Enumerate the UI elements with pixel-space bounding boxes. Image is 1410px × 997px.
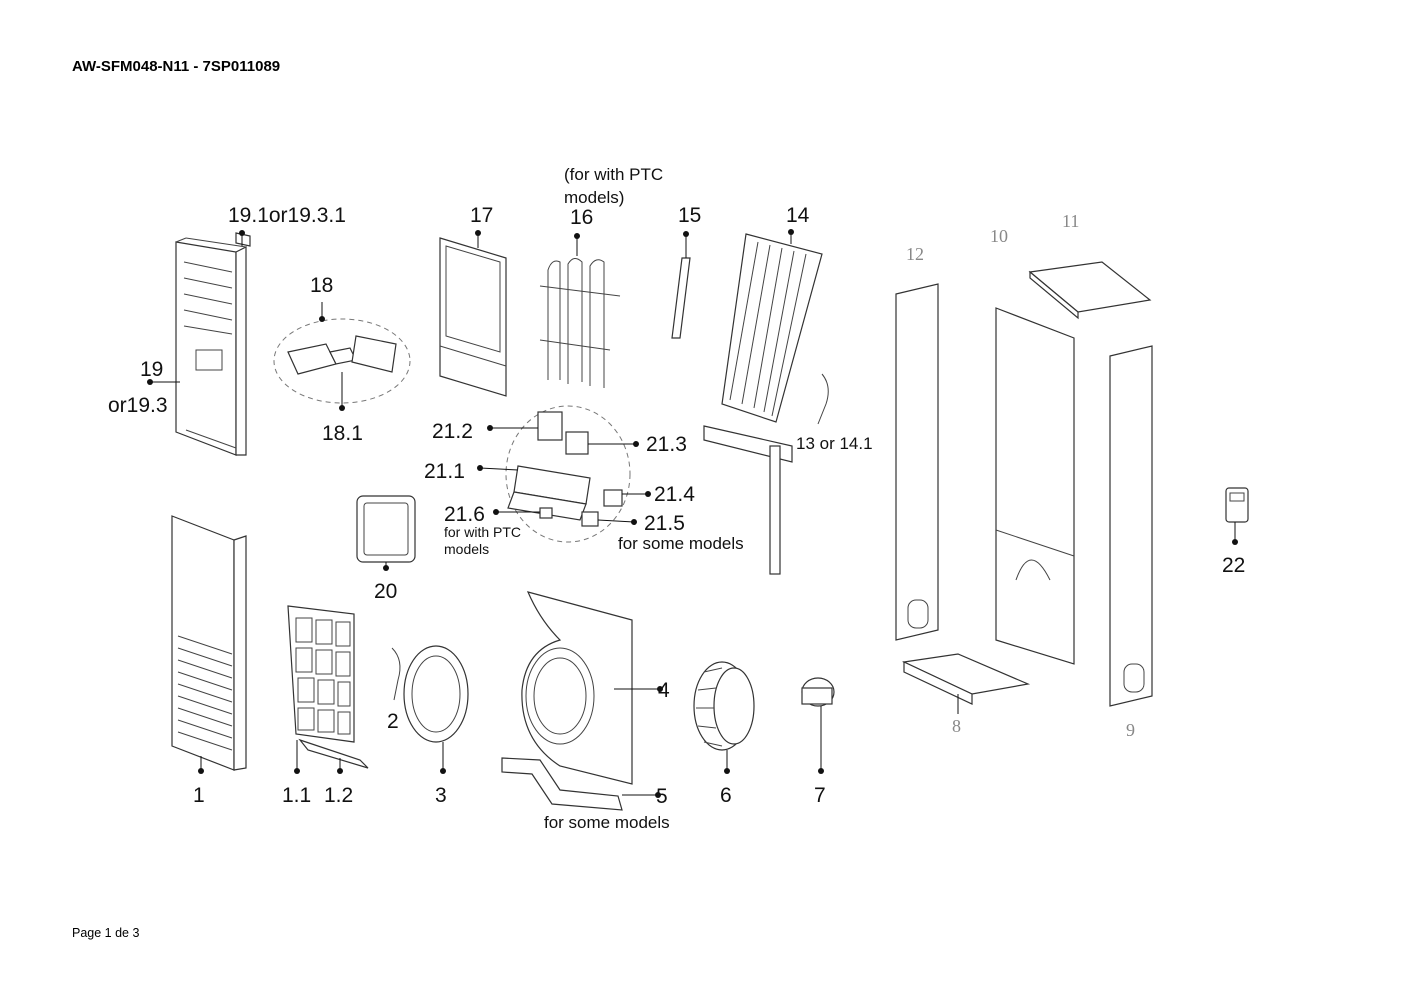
part-5-drain-pump — [501, 757, 661, 811]
callout-21-3: 21.3 — [646, 433, 687, 456]
callout-6: 6 — [720, 784, 732, 807]
part-22-remote-control — [1225, 487, 1249, 545]
callout-15: 15 — [678, 204, 701, 227]
callout-5-note: for some models — [544, 813, 670, 832]
callout-1: 1 — [193, 784, 205, 807]
part-19-upper-front-panel — [175, 232, 251, 456]
part-13-sensor — [817, 373, 829, 425]
callout-21-4: 21.4 — [654, 483, 695, 506]
callout-19: 19 — [140, 358, 163, 381]
callout-21-6: 21.6 — [444, 503, 485, 526]
callout-21-2: 21.2 — [432, 420, 473, 443]
callout-3: 3 — [435, 784, 447, 807]
callout-11: 11 — [1062, 211, 1079, 231]
callout-22: 22 — [1222, 554, 1245, 577]
callout-8: 8 — [952, 716, 961, 736]
part-16-ptc-heater — [539, 233, 621, 388]
callout-19-3: or19.3 — [108, 394, 168, 417]
callout-16: 16 — [570, 206, 593, 229]
part-21-electrical-box — [505, 405, 631, 543]
part-10-rear-panel — [995, 307, 1075, 665]
callout-2: 2 — [387, 710, 399, 733]
callout-12: 12 — [906, 244, 924, 264]
callout-21-5-note: for some models — [618, 534, 744, 553]
part-8-base — [901, 653, 1031, 714]
part-14-evaporator — [703, 229, 823, 575]
callout-18: 18 — [310, 274, 333, 297]
callout-10: 10 — [990, 226, 1008, 246]
part-20-display-frame — [356, 495, 416, 571]
callout-7: 7 — [814, 784, 826, 807]
part-9-side-panel — [1109, 345, 1153, 707]
page-footer: Page 1 de 3 — [72, 926, 140, 940]
callout-1-2: 1.2 — [324, 784, 353, 807]
part-18-display-board — [273, 302, 411, 411]
callout-4: 4 — [658, 679, 670, 702]
part-15-bar — [671, 231, 691, 339]
callout-1-1: 1.1 — [282, 784, 311, 807]
callout-21-6-note-1: for with PTC — [444, 524, 521, 540]
callout-19-1: 19.1or19.3.1 — [228, 204, 346, 227]
part-17-frame — [439, 230, 507, 397]
document-title: AW-SFM048-N11 - 7SP011089 — [72, 58, 281, 75]
part-1-1-air-filter — [287, 605, 369, 774]
part-1-lower-front-panel — [171, 515, 247, 774]
part-3-orifice-ring — [403, 645, 469, 774]
callout-17: 17 — [470, 204, 493, 227]
part-6-blower-wheel — [693, 661, 755, 774]
part-2-sensor-wire — [391, 647, 401, 701]
callout-16-note-1: (for with PTC — [564, 165, 663, 184]
callout-13: 13 or 14.1 — [796, 434, 873, 453]
callout-18-1: 18.1 — [322, 422, 363, 445]
callout-5: 5 — [656, 785, 668, 808]
part-11-top-cover — [1028, 261, 1152, 320]
part-7-fan-motor — [801, 677, 835, 774]
callout-21-5: 21.5 — [644, 512, 685, 535]
part-12-side-panel — [895, 283, 939, 641]
callout-21-1: 21.1 — [424, 460, 465, 483]
callout-9: 9 — [1126, 720, 1135, 740]
part-4-fan-housing — [521, 591, 663, 785]
callout-16-note-2: models) — [564, 188, 624, 207]
callout-21-6-note-2: models — [444, 541, 489, 557]
callout-20: 20 — [374, 580, 397, 603]
callout-14: 14 — [786, 204, 810, 227]
